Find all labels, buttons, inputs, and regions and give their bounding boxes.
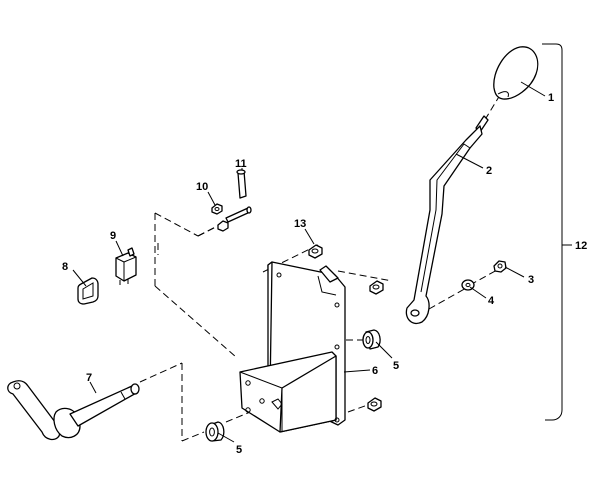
callout-7: 7 <box>86 372 92 384</box>
callout-12: 12 <box>575 240 587 252</box>
callout-10: 10 <box>196 181 208 193</box>
callout-5-lower: 5 <box>236 444 242 456</box>
switch <box>115 247 137 285</box>
callout-5-upper: 5 <box>393 360 399 372</box>
callout-labels: 1 2 3 4 5 5 6 7 8 9 10 11 12 13 <box>62 92 587 456</box>
nut <box>493 260 507 273</box>
callout-6: 6 <box>372 365 378 377</box>
leader-lines <box>72 81 546 443</box>
rubber-pad <box>77 277 99 305</box>
callout-9: 9 <box>110 230 116 242</box>
lever-shaft <box>7 380 140 441</box>
assembly-bracket <box>542 43 572 421</box>
callout-11: 11 <box>235 158 247 170</box>
bushing-upper <box>362 329 381 350</box>
bushing-lower <box>205 421 225 442</box>
mounting-bracket <box>239 261 346 433</box>
callout-8: 8 <box>62 261 68 273</box>
bracket-bolts <box>367 280 384 412</box>
callout-4: 4 <box>488 295 495 307</box>
bracket-top-nut <box>308 244 323 259</box>
callout-1: 1 <box>548 92 554 104</box>
callout-3: 3 <box>528 274 534 286</box>
shift-lever <box>405 115 489 324</box>
callout-2: 2 <box>486 165 492 177</box>
knob <box>493 46 539 100</box>
callout-13: 13 <box>294 218 306 230</box>
screws-and-washers <box>211 169 252 232</box>
